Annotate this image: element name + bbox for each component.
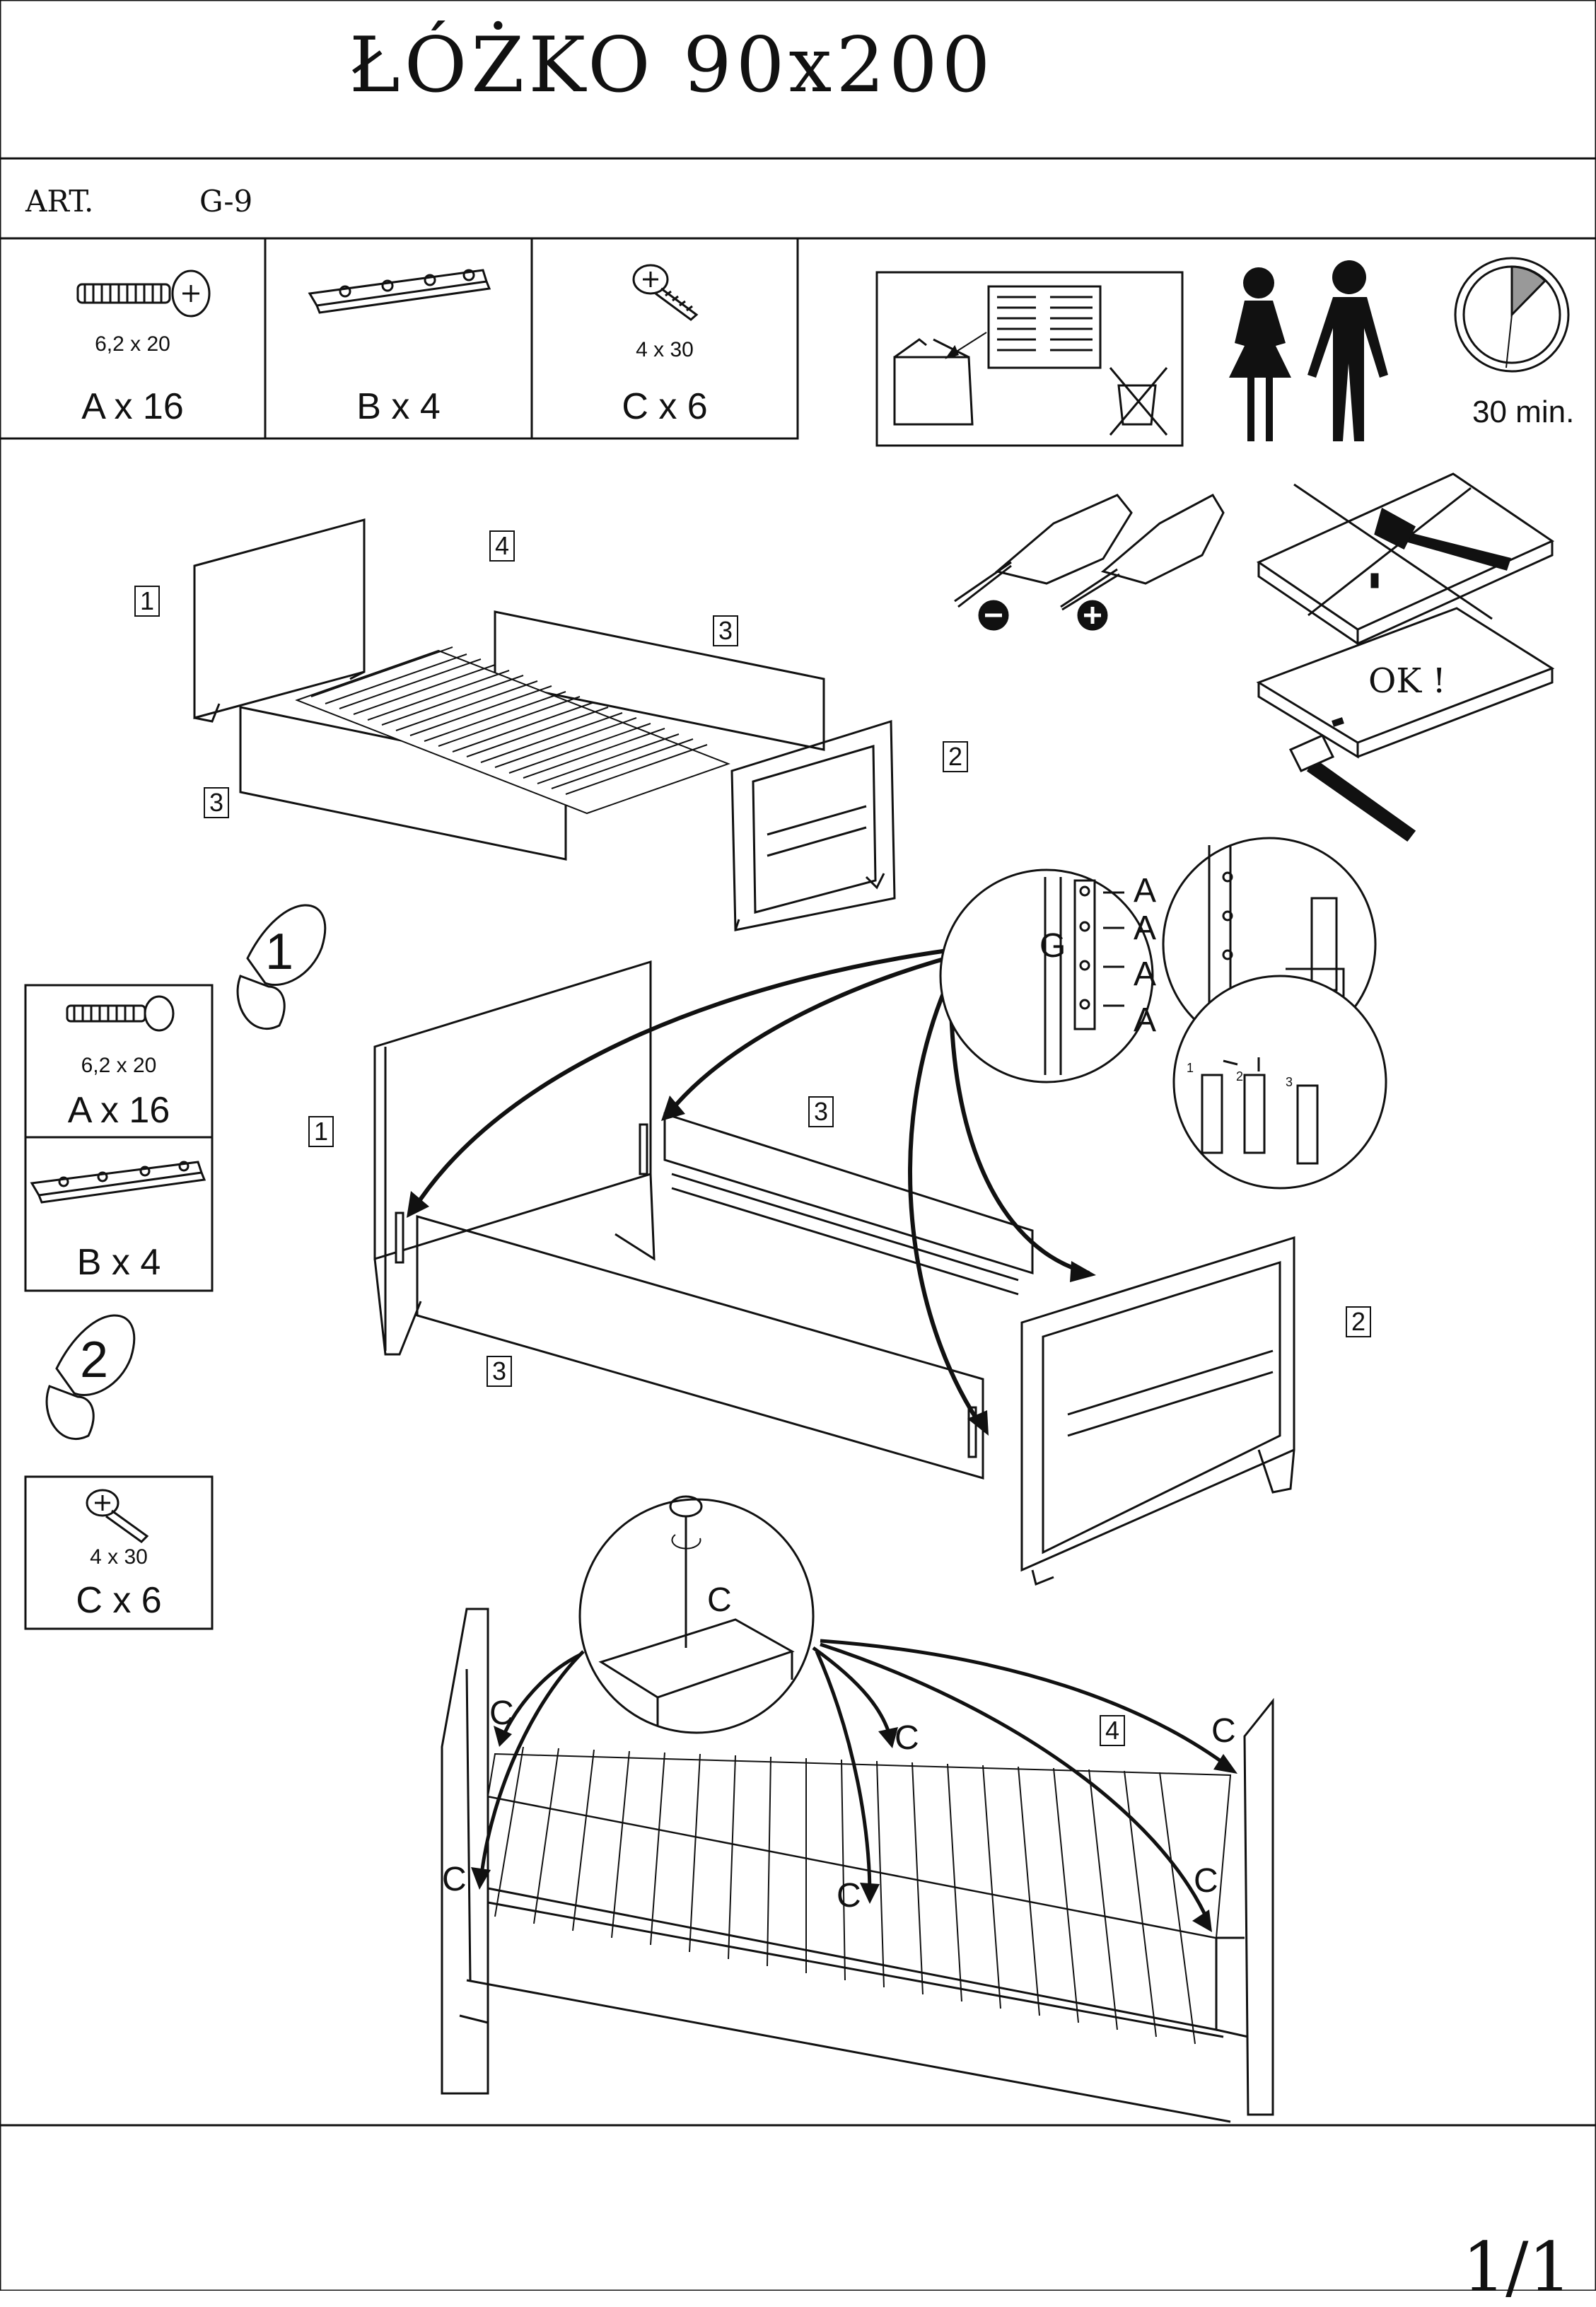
- step2-screw-c-icon: [86, 1489, 149, 1543]
- step1-number: 1: [265, 924, 294, 980]
- part-tag-3: 3: [204, 787, 230, 818]
- part-tag-1: 1: [308, 1116, 334, 1147]
- screw-a-icon: [76, 269, 211, 318]
- part-a-qty: A x 16: [81, 386, 184, 427]
- part-tag-2: 2: [1346, 1306, 1372, 1337]
- connector-b-icon: [308, 269, 491, 314]
- step1-screw-a-icon: [66, 995, 175, 1032]
- assembly-time: 30 min.: [1472, 395, 1575, 429]
- art-value: G-9: [199, 184, 253, 219]
- step2-c-qty: C x 6: [76, 1580, 162, 1621]
- screw-label-c: C: [895, 1719, 919, 1757]
- screw-label-c: C: [837, 1877, 861, 1914]
- detail-label-a: A: [1134, 955, 1157, 993]
- step1-footprint-icon: [236, 904, 327, 1030]
- page-title: ŁÓŻKO 90x200: [349, 21, 995, 110]
- step1-connector-b-icon: [30, 1161, 206, 1204]
- step2-arrowheads: [471, 1726, 1237, 1932]
- hammer-wrong-panel: [1256, 472, 1555, 646]
- part-tag-2: 2: [943, 741, 969, 772]
- step2-number: 2: [80, 1332, 109, 1388]
- art-label: ART.: [25, 184, 94, 219]
- sequence-label-3: 3: [1286, 1075, 1293, 1089]
- step1-arrowheads: [407, 1096, 1096, 1436]
- manual-panel: [875, 271, 1184, 447]
- detail-circle-screw-c: [578, 1495, 815, 1734]
- hammer-ok-panel: [1256, 607, 1555, 842]
- step1-arrows: [412, 946, 1090, 1430]
- step1-a-qty: A x 16: [67, 1090, 170, 1131]
- part-tag-3: 3: [808, 1096, 834, 1127]
- screwdrivers-icon: [954, 494, 1225, 631]
- part-tag-4: 4: [1100, 1715, 1126, 1746]
- detail-circle-screws: [939, 868, 1154, 1083]
- step2-footprint-icon: [45, 1314, 136, 1441]
- step1-b-qty: B x 4: [76, 1242, 161, 1283]
- detail-label-g: G: [1039, 927, 1066, 965]
- screw-label-c: C: [442, 1861, 467, 1898]
- detail-label-a: A: [1134, 1001, 1157, 1039]
- step1-a-size: 6,2 x 20: [81, 1054, 157, 1077]
- step1-drawing: [373, 960, 1295, 1586]
- detail-label-a: A: [1134, 872, 1157, 910]
- clock-icon: [1454, 257, 1570, 373]
- part-tag-3: 3: [713, 615, 739, 646]
- page-number: 1/1: [1462, 2228, 1572, 2307]
- sequence-label-2: 2: [1236, 1069, 1244, 1083]
- step2-drawing: [441, 1608, 1274, 2123]
- two-person-icon: [1229, 260, 1388, 441]
- ok-label: OK !: [1368, 661, 1446, 701]
- part-a-size: 6,2 x 20: [95, 332, 170, 356]
- detail-label-c: C: [707, 1581, 732, 1619]
- part-c-size: 4 x 30: [636, 338, 694, 361]
- detail-circle-sequence: [1172, 975, 1387, 1190]
- step2-c-size: 4 x 30: [90, 1545, 148, 1569]
- bed-overview-drawing: [193, 518, 896, 931]
- screw-c-icon: [632, 264, 699, 321]
- parts-table: [0, 237, 799, 440]
- part-tag-4: 4: [489, 530, 516, 562]
- part-c-qty: C x 6: [622, 386, 708, 427]
- screw-label-c: C: [489, 1695, 514, 1732]
- part-tag-1: 1: [134, 586, 161, 617]
- part-b-qty: B x 4: [356, 386, 441, 427]
- step2-box: [24, 1475, 214, 1630]
- screw-label-c: C: [1211, 1712, 1236, 1750]
- step1-box: [24, 984, 214, 1292]
- part-tag-3: 3: [487, 1356, 513, 1387]
- detail-label-a: A: [1134, 910, 1157, 947]
- screw-label-c: C: [1194, 1862, 1218, 1900]
- sequence-label-1: 1: [1187, 1061, 1194, 1075]
